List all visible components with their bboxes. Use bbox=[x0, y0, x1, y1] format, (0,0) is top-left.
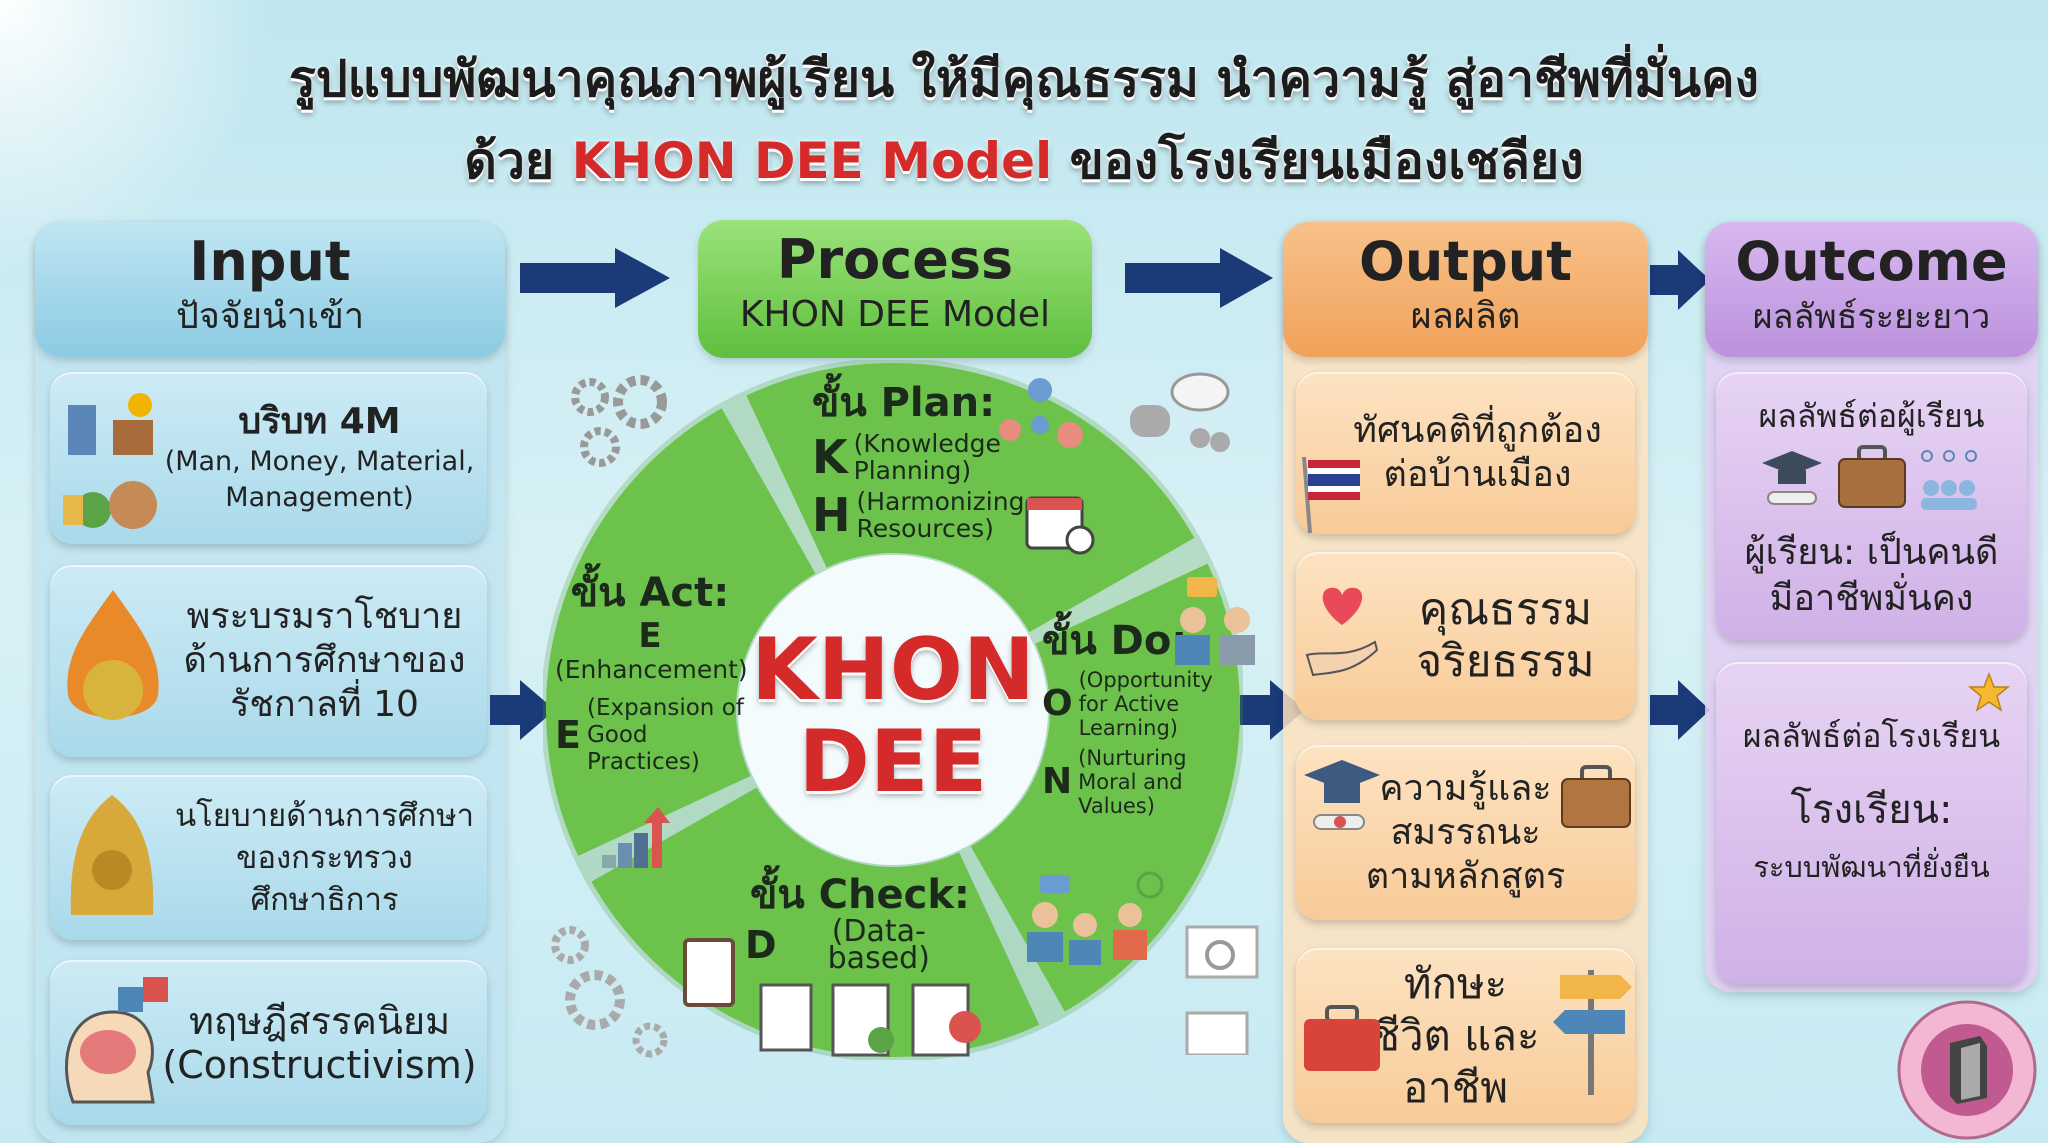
arrow-input-to-cycle bbox=[490, 680, 555, 740]
input-card-4m: บริบท 4M (Man, Money, Material, Manageme… bbox=[50, 372, 487, 544]
gears-icon bbox=[551, 926, 668, 1058]
check-d-text: (Data-based) bbox=[827, 914, 930, 976]
plan-h-text: (Harmonizing Resources) bbox=[856, 487, 1025, 543]
outcome-title: Outcome bbox=[1735, 230, 2008, 293]
do-n-text: (Nurturing Moral and Values) bbox=[1078, 746, 1187, 818]
do-o-text: (Opportunity for Active Learning) bbox=[1078, 668, 1213, 740]
output-title: Output bbox=[1358, 230, 1573, 293]
input-subtitle: ปัจจัยนำเข้า bbox=[175, 296, 365, 337]
output-card-title: คุณธรรม จริยธรรม bbox=[1416, 584, 1595, 687]
input-title: Input bbox=[189, 230, 351, 293]
title-suffix: ของโรงเรียนเมืองเชลียง bbox=[1069, 132, 1584, 190]
title-model-name: KHON DEE Model bbox=[571, 132, 1053, 190]
process-title: Process bbox=[776, 228, 1014, 291]
khon-dee-cycle bbox=[543, 360, 1243, 1060]
cycle-center-khon: KHON bbox=[751, 620, 1035, 720]
workers-money-icon bbox=[63, 393, 157, 529]
discussion-icon bbox=[1175, 577, 1255, 665]
do-heading: ขั้น Do: bbox=[1042, 618, 1188, 664]
process-header: Process KHON DEE Model bbox=[698, 220, 1092, 358]
heart-hand-icon bbox=[1305, 587, 1379, 677]
network-people-icon bbox=[1921, 450, 1977, 510]
briefcase-icon bbox=[1561, 765, 1631, 828]
title-line-1: รูปแบบพัฒนาคุณภาพผู้เรียน ให้มีคุณธรรม น… bbox=[289, 50, 1759, 108]
growth-chart-icon bbox=[602, 807, 670, 868]
plan-k-text: (Knowledge Planning) bbox=[853, 429, 1001, 485]
cycle-center-dee: DEE bbox=[798, 712, 988, 812]
act-e1-text: (Enhancement) bbox=[555, 655, 748, 684]
input-header: Input ปัจจัยนำเข้า bbox=[35, 222, 505, 357]
input-card-detail: (Man, Money, Material, Management) bbox=[164, 446, 475, 513]
act-e2-text: (Expansion of Good Practices) bbox=[586, 695, 744, 775]
output-card-knowledge: ความรู้และ สมรรถนะ ตามหลักสูตร bbox=[1296, 745, 1635, 920]
act-stage: ขั้น Act: E (Enhancement) E(Expansion of… bbox=[555, 570, 748, 776]
outcome-card-detail-b: ระบบพัฒนาที่ยั่งยืน bbox=[1753, 850, 1990, 884]
gears-icon bbox=[571, 375, 667, 467]
input-card-title: ทฤษฎีสรรคนิยม bbox=[188, 998, 451, 1043]
title-line-2: ด้วย KHON DEE Model ของโรงเรียนเมืองเชลี… bbox=[60, 120, 1988, 202]
act-letter-e1: E bbox=[638, 616, 662, 656]
arrow-cycle-to-output bbox=[1240, 680, 1305, 740]
output-card-title: ทักษะชีวิต และอาชีพ bbox=[1371, 958, 1540, 1112]
outcome-subtitle: ผลลัพธ์ระยะยาว bbox=[1752, 297, 1991, 337]
graduation-icon bbox=[1762, 451, 1822, 505]
graduation-cap-icon bbox=[1304, 760, 1380, 830]
outcome-header: Outcome ผลลัพธ์ระยะยาว bbox=[1705, 222, 2038, 357]
check-stage: ขั้น Check: D (Data-based) bbox=[745, 872, 975, 976]
search-window-icon bbox=[1185, 925, 1259, 1055]
documents-icon bbox=[683, 938, 981, 1057]
plan-heading: ขั้น Plan: bbox=[812, 380, 996, 426]
input-card-title: นโยบายด้านการศึกษา ของกระทรวงศึกษาธิการ bbox=[174, 797, 475, 918]
thought-cloud-icon bbox=[1130, 372, 1230, 452]
do-letter-n: N bbox=[1042, 761, 1073, 802]
check-heading: ขั้น Check: bbox=[750, 872, 970, 918]
plan-stage: ขั้น Plan: K(Knowledge Planning) H(Harmo… bbox=[812, 380, 1024, 542]
outcome-card-detail-a: โรงเรียน: bbox=[1790, 787, 1953, 833]
act-letter-e2: E bbox=[555, 713, 581, 757]
plan-letter-h: H bbox=[812, 487, 851, 542]
outcome-card-detail: ผู้เรียน: เป็นคนดี มีอาชีพมั่นคง bbox=[1744, 532, 1999, 619]
arrow-process-to-output bbox=[1125, 248, 1273, 308]
title-prefix: ด้วย bbox=[464, 132, 555, 190]
output-card-attitude: ทัศนคติที่ถูกต้อง ต่อบ้านเมือง bbox=[1296, 372, 1635, 534]
check-letter-d: D bbox=[745, 922, 777, 967]
school-logo bbox=[1897, 1000, 2037, 1140]
outcome-card-title: ผลลัพธ์ต่อโรงเรียน bbox=[1742, 717, 2001, 755]
toolbox-icon bbox=[1304, 1005, 1380, 1071]
calendar-icon bbox=[1025, 496, 1095, 555]
input-card-detail: (Constructivism) bbox=[162, 1042, 477, 1087]
output-card-morality: คุณธรรม จริยธรรม bbox=[1296, 552, 1635, 720]
signpost-icon bbox=[1553, 970, 1632, 1095]
arrow-input-to-process bbox=[520, 248, 670, 308]
ministry-emblem-icon bbox=[70, 795, 154, 915]
do-letter-o: O bbox=[1042, 683, 1073, 724]
briefcase-icon bbox=[1838, 445, 1906, 508]
students-icon bbox=[1027, 871, 1164, 965]
input-card-title: บริบท 4M bbox=[238, 401, 401, 442]
outcome-card-school: ผลลัพธ์ต่อโรงเรียน โรงเรียน: ระบบพัฒนาที… bbox=[1716, 662, 2027, 984]
output-card-title: ทัศนคติที่ถูกต้อง ต่อบ้านเมือง bbox=[1353, 410, 1602, 495]
thai-flag-icon bbox=[1302, 456, 1360, 534]
output-subtitle: ผลผลิต bbox=[1410, 296, 1521, 337]
royal-emblem-icon bbox=[67, 590, 159, 720]
do-stage: ขั้น Do: O(Opportunity for Active Learni… bbox=[1042, 618, 1242, 818]
brain-puzzle-icon bbox=[65, 977, 168, 1104]
input-card-title: พระบรมราโชบาย ด้านการศึกษาของ รัชกาลที่ … bbox=[183, 596, 466, 725]
output-card-title: ความรู้และ สมรรถนะ ตามหลักสูตร bbox=[1365, 767, 1566, 897]
plan-letter-k: K bbox=[812, 429, 848, 484]
outcome-card-title: ผลลัพธ์ต่อผู้เรียน bbox=[1758, 397, 1985, 435]
output-header: Output ผลผลิต bbox=[1283, 222, 1648, 357]
star-icon bbox=[1968, 672, 2010, 712]
team-icon bbox=[999, 378, 1083, 448]
act-heading: ขั้น Act: bbox=[570, 570, 730, 616]
process-subtitle: KHON DEE Model bbox=[739, 294, 1051, 335]
arrow-output-to-outcome-lower bbox=[1650, 680, 1710, 740]
arrow-output-to-outcome bbox=[1650, 250, 1710, 310]
title-block: รูปแบบพัฒนาคุณภาพผู้เรียน ให้มีคุณธรรม น… bbox=[60, 38, 1988, 202]
